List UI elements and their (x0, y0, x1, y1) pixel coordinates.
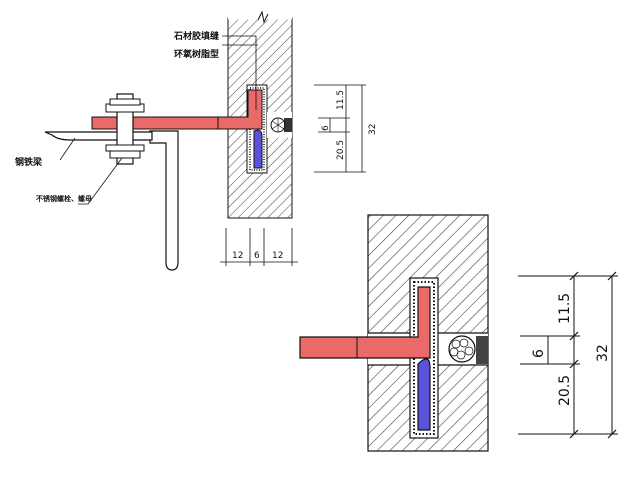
bolt-assembly (105, 93, 145, 165)
dims-detail-vertical (518, 271, 618, 439)
sealant-top (284, 118, 292, 132)
dim-detail-11-5: 11.5 (557, 293, 573, 324)
backer-rod-detail (448, 335, 476, 363)
dim-h-12a: 12 (232, 251, 243, 261)
detail-view: 11.5 6 20.5 32 (299, 214, 618, 452)
anchor-detail-blue (417, 358, 431, 431)
dim-top-11-5: 11.5 (336, 90, 346, 110)
dim-detail-6: 6 (531, 349, 547, 358)
dim-detail-20-5: 20.5 (557, 375, 573, 406)
label-bolt-nut: 不锈钢螺栓、螺母 (36, 194, 92, 203)
anchor-clip-blue (253, 129, 263, 169)
dim-h-12b: 12 (272, 251, 283, 261)
dim-top-6: 6 (321, 125, 331, 131)
dim-detail-32: 32 (595, 344, 611, 362)
dims-top-vertical (314, 84, 366, 173)
dim-h-6: 6 (254, 251, 260, 261)
steel-beam-angle (149, 130, 179, 271)
dims-top-horizontal (220, 228, 298, 266)
sealant-detail (476, 336, 488, 364)
label-steel-beam: 钢铁梁 (15, 156, 43, 168)
label-epoxy: 环氧树脂型 (174, 48, 219, 60)
label-stone-caulk: 石材胶填缝 (173, 30, 219, 42)
assembly-view: 石材胶填缝 环氧树脂型 钢铁梁 不锈钢螺栓、螺母 11.5 6 20.5 32 … (15, 10, 378, 271)
anchor-detail-red (299, 286, 431, 359)
dim-top-20-5: 20.5 (336, 140, 346, 160)
dim-top-32: 32 (368, 124, 378, 135)
anchor-clip-red (91, 89, 263, 130)
